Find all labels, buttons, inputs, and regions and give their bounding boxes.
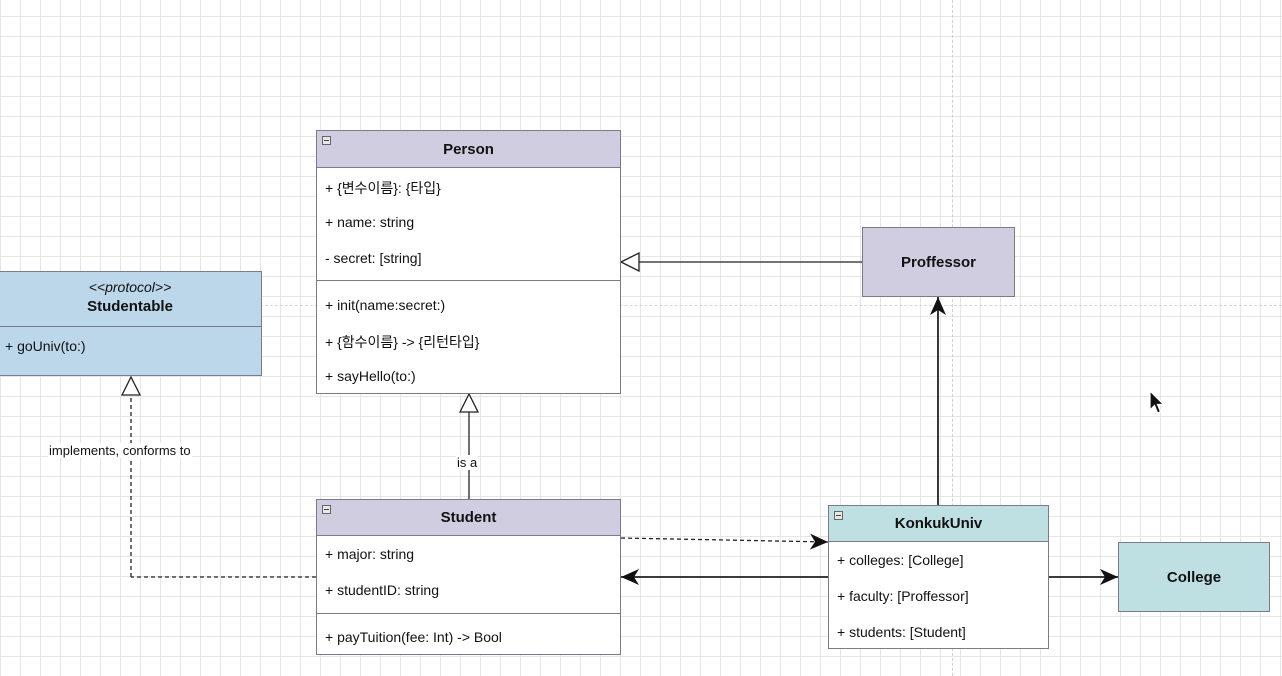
edge-student-konkuk[interactable]	[620, 533, 829, 550]
student-divider	[317, 613, 620, 614]
person-class[interactable]: Person + {변수이름}: {타입} + name: string - s…	[316, 130, 621, 394]
person-divider	[317, 280, 620, 281]
konkukuniv-attribute: + colleges: [College]	[837, 552, 964, 568]
guide-line-horizontal	[0, 305, 1282, 306]
student-method: + payTuition(fee: Int) -> Bool	[325, 629, 502, 645]
guide-line-vertical	[952, 0, 953, 676]
person-method: + init(name:secret:)	[325, 297, 446, 313]
collapse-icon[interactable]	[834, 511, 843, 520]
student-attribute: + major: string	[325, 546, 415, 562]
collapse-icon[interactable]	[322, 505, 331, 514]
student-attribute: + studentID: string	[325, 582, 440, 598]
konkukuniv-title: KonkukUniv	[894, 515, 983, 532]
konkukuniv-class[interactable]: KonkukUniv + colleges: [College] + facul…	[828, 505, 1049, 649]
proffessor-title: Proffessor	[900, 253, 977, 271]
collapse-icon[interactable]	[322, 136, 331, 145]
college-class[interactable]: College	[1118, 542, 1270, 612]
student-header: Student	[317, 500, 620, 536]
person-method: + {함수이름} -> {리턴타입}	[325, 334, 480, 350]
studentable-header: <<protocol>> Studentable	[0, 272, 261, 327]
person-attribute: + name: string	[325, 214, 415, 230]
person-title: Person	[443, 141, 494, 158]
studentable-method: + goUniv(to:)	[5, 338, 86, 354]
konkukuniv-attribute: + students: [Student]	[837, 624, 966, 640]
student-class[interactable]: Student + major: string + studentID: str…	[316, 499, 621, 655]
studentable-title: Studentable	[87, 298, 173, 315]
implements-label: implements, conforms to	[48, 443, 192, 458]
is-a-label: is a	[456, 455, 479, 470]
person-method: + sayHello(to:)	[325, 368, 416, 384]
studentable-class[interactable]: <<protocol>> Studentable + goUniv(to:)	[0, 271, 262, 376]
person-attribute: + {변수이름}: {타입}	[325, 180, 441, 196]
college-title: College	[1166, 568, 1222, 586]
proffessor-class[interactable]: Proffessor	[862, 227, 1015, 297]
person-header: Person	[317, 131, 620, 168]
person-attribute: - secret: [string]	[325, 250, 422, 266]
konkukuniv-header: KonkukUniv	[829, 506, 1048, 542]
studentable-stereotype: <<protocol>>	[88, 279, 172, 295]
student-title: Student	[440, 509, 497, 526]
konkukuniv-attribute: + faculty: [Proffessor]	[837, 588, 969, 604]
mouse-pointer-icon	[1149, 390, 1165, 414]
